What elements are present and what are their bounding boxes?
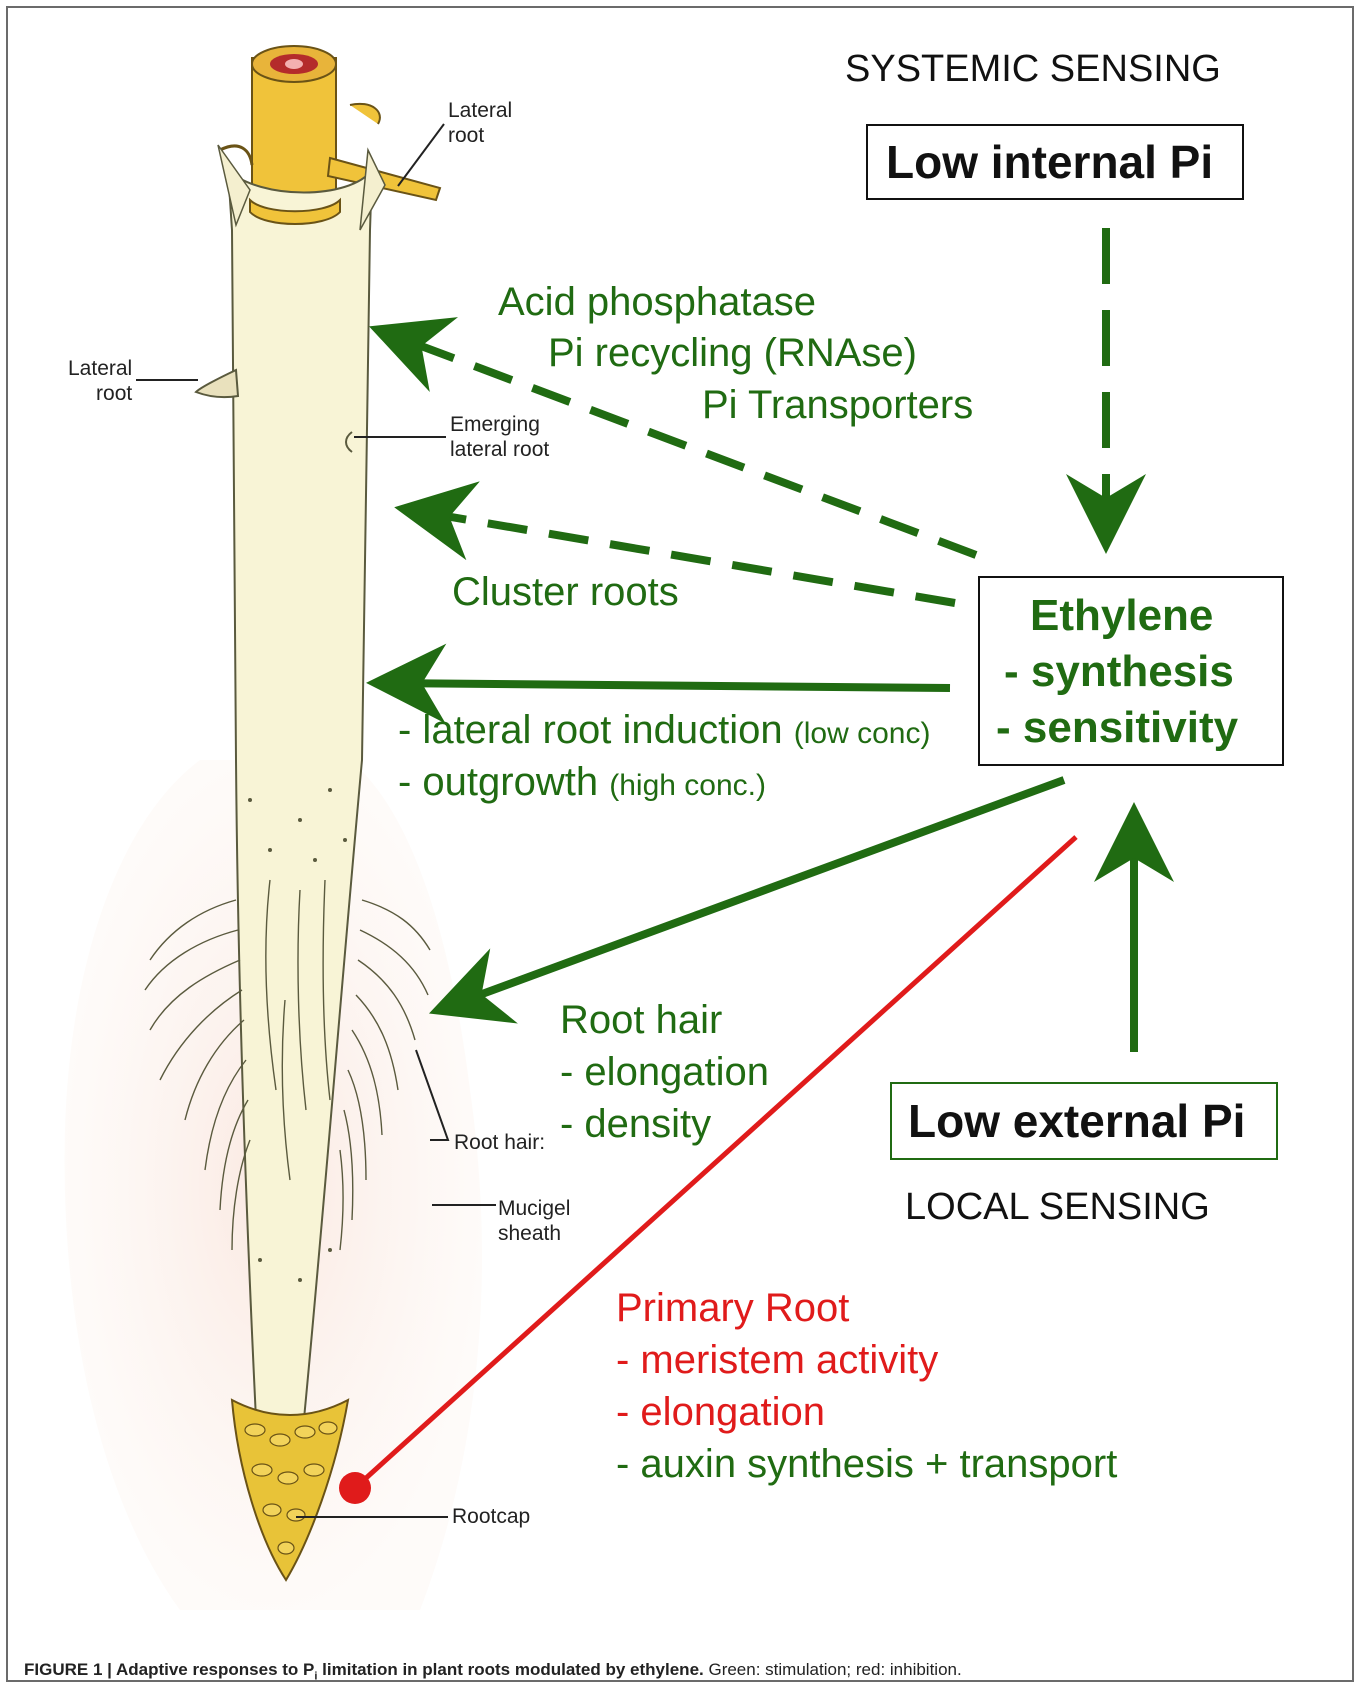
meristem-activity-text: - meristem activity [616,1340,938,1380]
primary-root-text: Primary Root [616,1288,849,1328]
primary-root-elongation-text: - elongation [616,1392,825,1432]
pi-transporters-text: Pi Transporters [702,385,973,425]
ethylene-sensitivity: - sensitivity [996,706,1238,750]
outgrowth-text: - outgrowth (high conc.) [398,762,766,802]
local-sensing-label: LOCAL SENSING [905,1188,1210,1226]
arrow-to-root-hair [444,780,1064,1008]
ethylene-synthesis: - synthesis [1004,650,1234,694]
root-hair-elongation-text: - elongation [560,1052,769,1092]
caption-rest: Green: stimulation; red: inhibition. [704,1660,962,1679]
root-hairs-label: Root hair: [454,1130,545,1155]
systemic-sensing-label: SYSTEMIC SENSING [845,50,1221,88]
lateral-root-left [196,370,238,397]
emerging-lateral-root-label: Emerging lateral root [450,412,549,462]
low-internal-pi-text: Low internal Pi [886,139,1213,185]
lateral-induction-label: - lateral root induction [398,708,783,752]
arrow-to-lateral-root [382,683,950,688]
root-hair-density-text: - density [560,1104,711,1144]
low-internal-pi-box: Low internal Pi [866,124,1244,200]
outgrowth-high-conc: (high conc.) [609,769,766,802]
figure-caption: FIGURE 1 | Adaptive responses to Pi limi… [24,1660,962,1682]
rootcap-label: Rootcap [452,1504,530,1529]
lateral-root-induction-text: - lateral root induction (low conc) [398,710,930,750]
pi-recycling-text: Pi recycling (RNAse) [548,333,917,373]
lateral-low-conc: (low conc) [794,717,931,750]
ethylene-box: Ethylene - synthesis - sensitivity [978,576,1284,766]
outgrowth-label: - outgrowth [398,760,598,804]
acid-phosphatase-text: Acid phosphatase [498,282,816,322]
low-external-pi-text: Low external Pi [908,1098,1245,1144]
lateral-root-left-label: Lateral root [68,356,132,406]
low-external-pi-box: Low external Pi [890,1082,1278,1160]
cluster-roots-text: Cluster roots [452,572,679,612]
auxin-text: - auxin synthesis + transport [616,1444,1117,1484]
caption-bold: FIGURE 1 | Adaptive responses to Pi limi… [24,1660,704,1679]
lateral-root-top-label: Lateral root [448,98,512,148]
root-hair-text: Root hair [560,1000,722,1040]
mucigel-sheath-label: Mucigel sheath [498,1196,570,1246]
ethylene-title: Ethylene [1030,594,1213,638]
inhibition-dot [339,1472,371,1504]
